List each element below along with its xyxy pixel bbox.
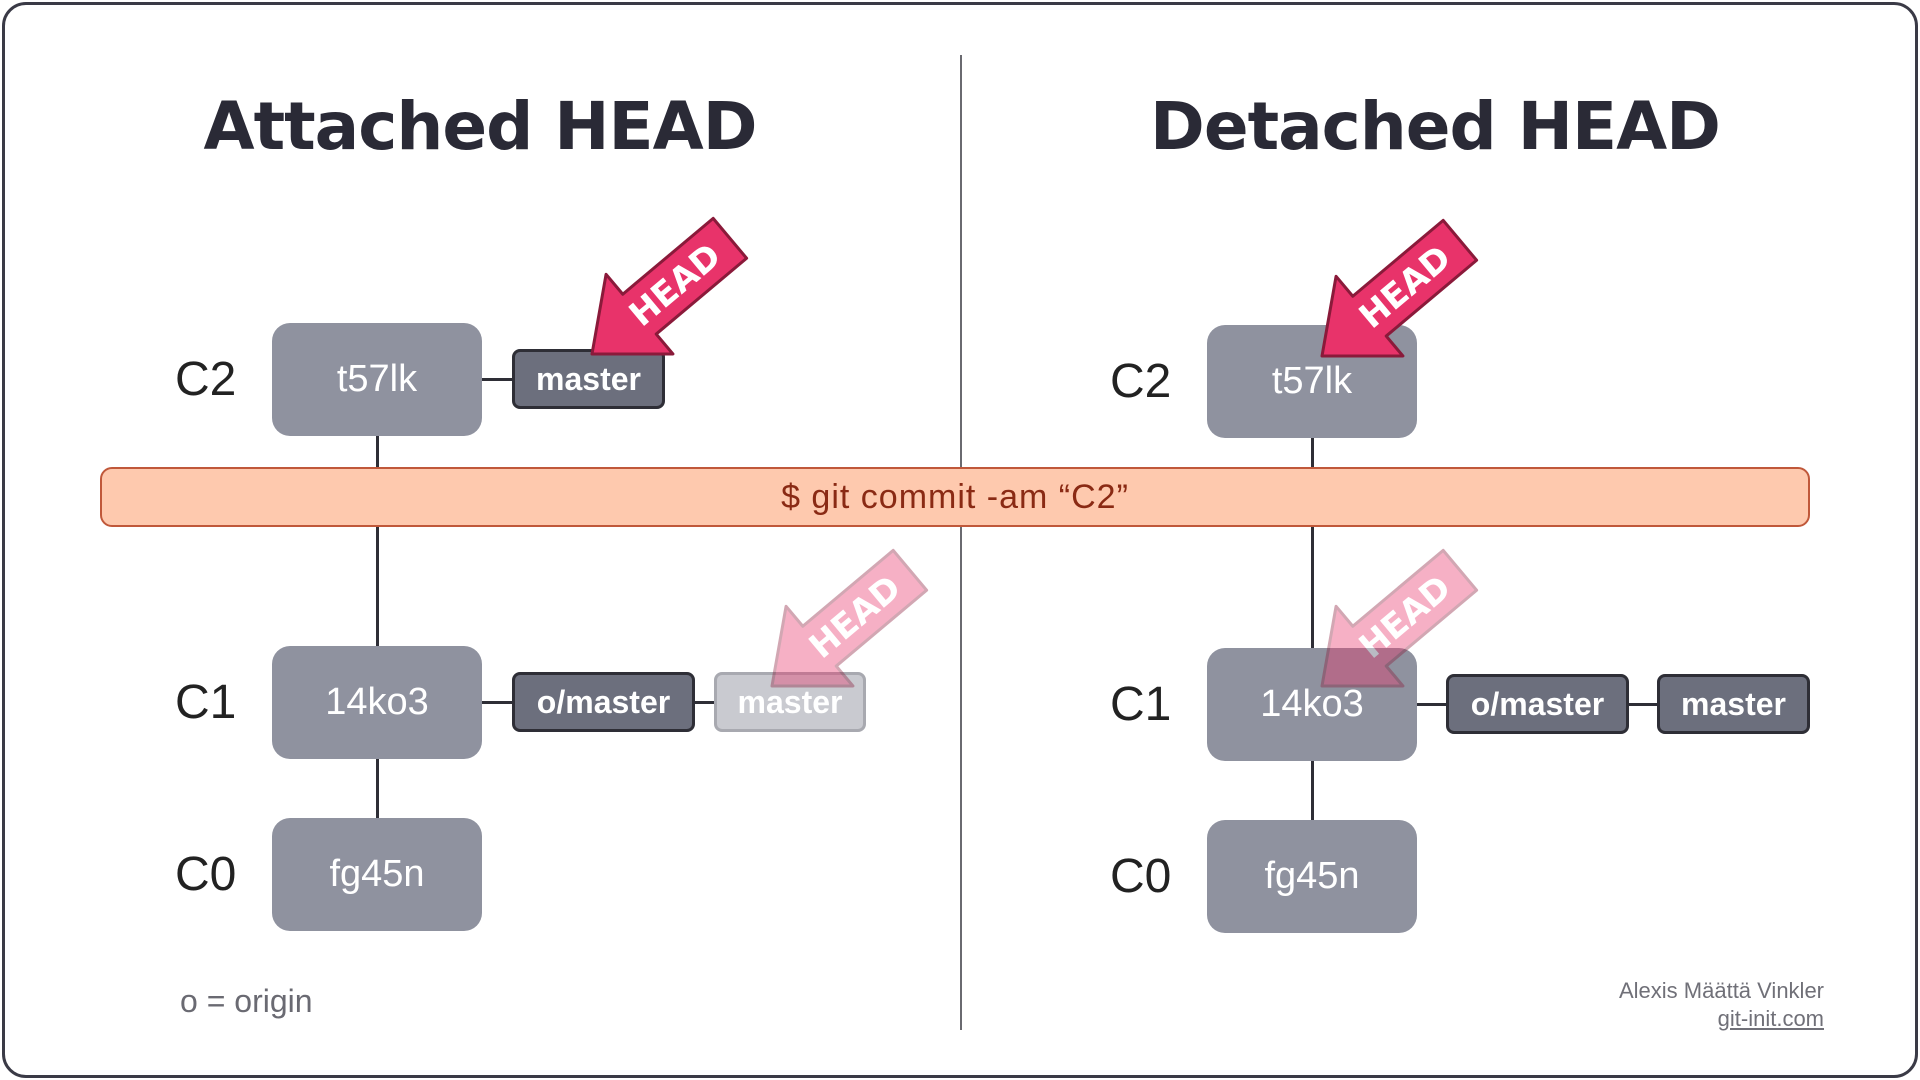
right-c1-master-branch: master <box>1657 674 1810 734</box>
right-c2-label: C2 <box>1110 355 1172 408</box>
left-c2-master-branch: master <box>512 349 665 409</box>
left-history-line <box>376 430 379 770</box>
right-title: Detached HEAD <box>1150 88 1721 165</box>
left-c2-master-link <box>482 378 512 381</box>
left-commit-c2: t57lk <box>272 323 482 436</box>
credit-block: Alexis Määttä Vinkler git-init.com <box>1619 977 1824 1033</box>
left-head-arrow: HEAD <box>590 216 749 356</box>
left-c1-origin-branch: o/master <box>512 672 695 732</box>
left-c1-c0-line <box>376 758 379 818</box>
left-head-arrow-old: HEAD <box>770 548 929 688</box>
center-divider <box>960 55 962 1030</box>
right-history-line <box>1311 432 1314 772</box>
origin-legend: o = origin <box>180 983 313 1019</box>
right-head-arrow-old: HEAD <box>1320 548 1479 688</box>
left-c1-label: C1 <box>175 676 237 729</box>
left-c1-origin-link <box>482 701 512 704</box>
right-c1-c0-line <box>1311 760 1314 820</box>
right-origin-master-link <box>1628 703 1658 706</box>
right-commit-c0: fg45n <box>1207 820 1417 933</box>
credit-site-link[interactable]: git-init.com <box>1717 1006 1824 1031</box>
credit-author: Alexis Määttä Vinkler <box>1618 978 1824 1003</box>
right-c1-origin-branch: o/master <box>1446 674 1629 734</box>
right-head-arrow: HEAD <box>1320 218 1479 358</box>
right-c0-label: C0 <box>1110 850 1172 903</box>
right-c1-origin-link <box>1417 703 1447 706</box>
left-origin-master-link <box>694 701 714 704</box>
right-commit-c1: 14ko3 <box>1207 648 1417 761</box>
git-command-bar: $ git commit -am “C2” <box>100 467 1810 527</box>
left-commit-c1: 14ko3 <box>272 646 482 759</box>
left-c1-master-old-branch: master <box>714 672 866 732</box>
right-c1-label: C1 <box>1110 678 1172 731</box>
left-title: Attached HEAD <box>203 88 758 165</box>
left-c2-label: C2 <box>175 353 237 406</box>
left-c0-label: C0 <box>175 848 237 901</box>
left-commit-c0: fg45n <box>272 818 482 931</box>
